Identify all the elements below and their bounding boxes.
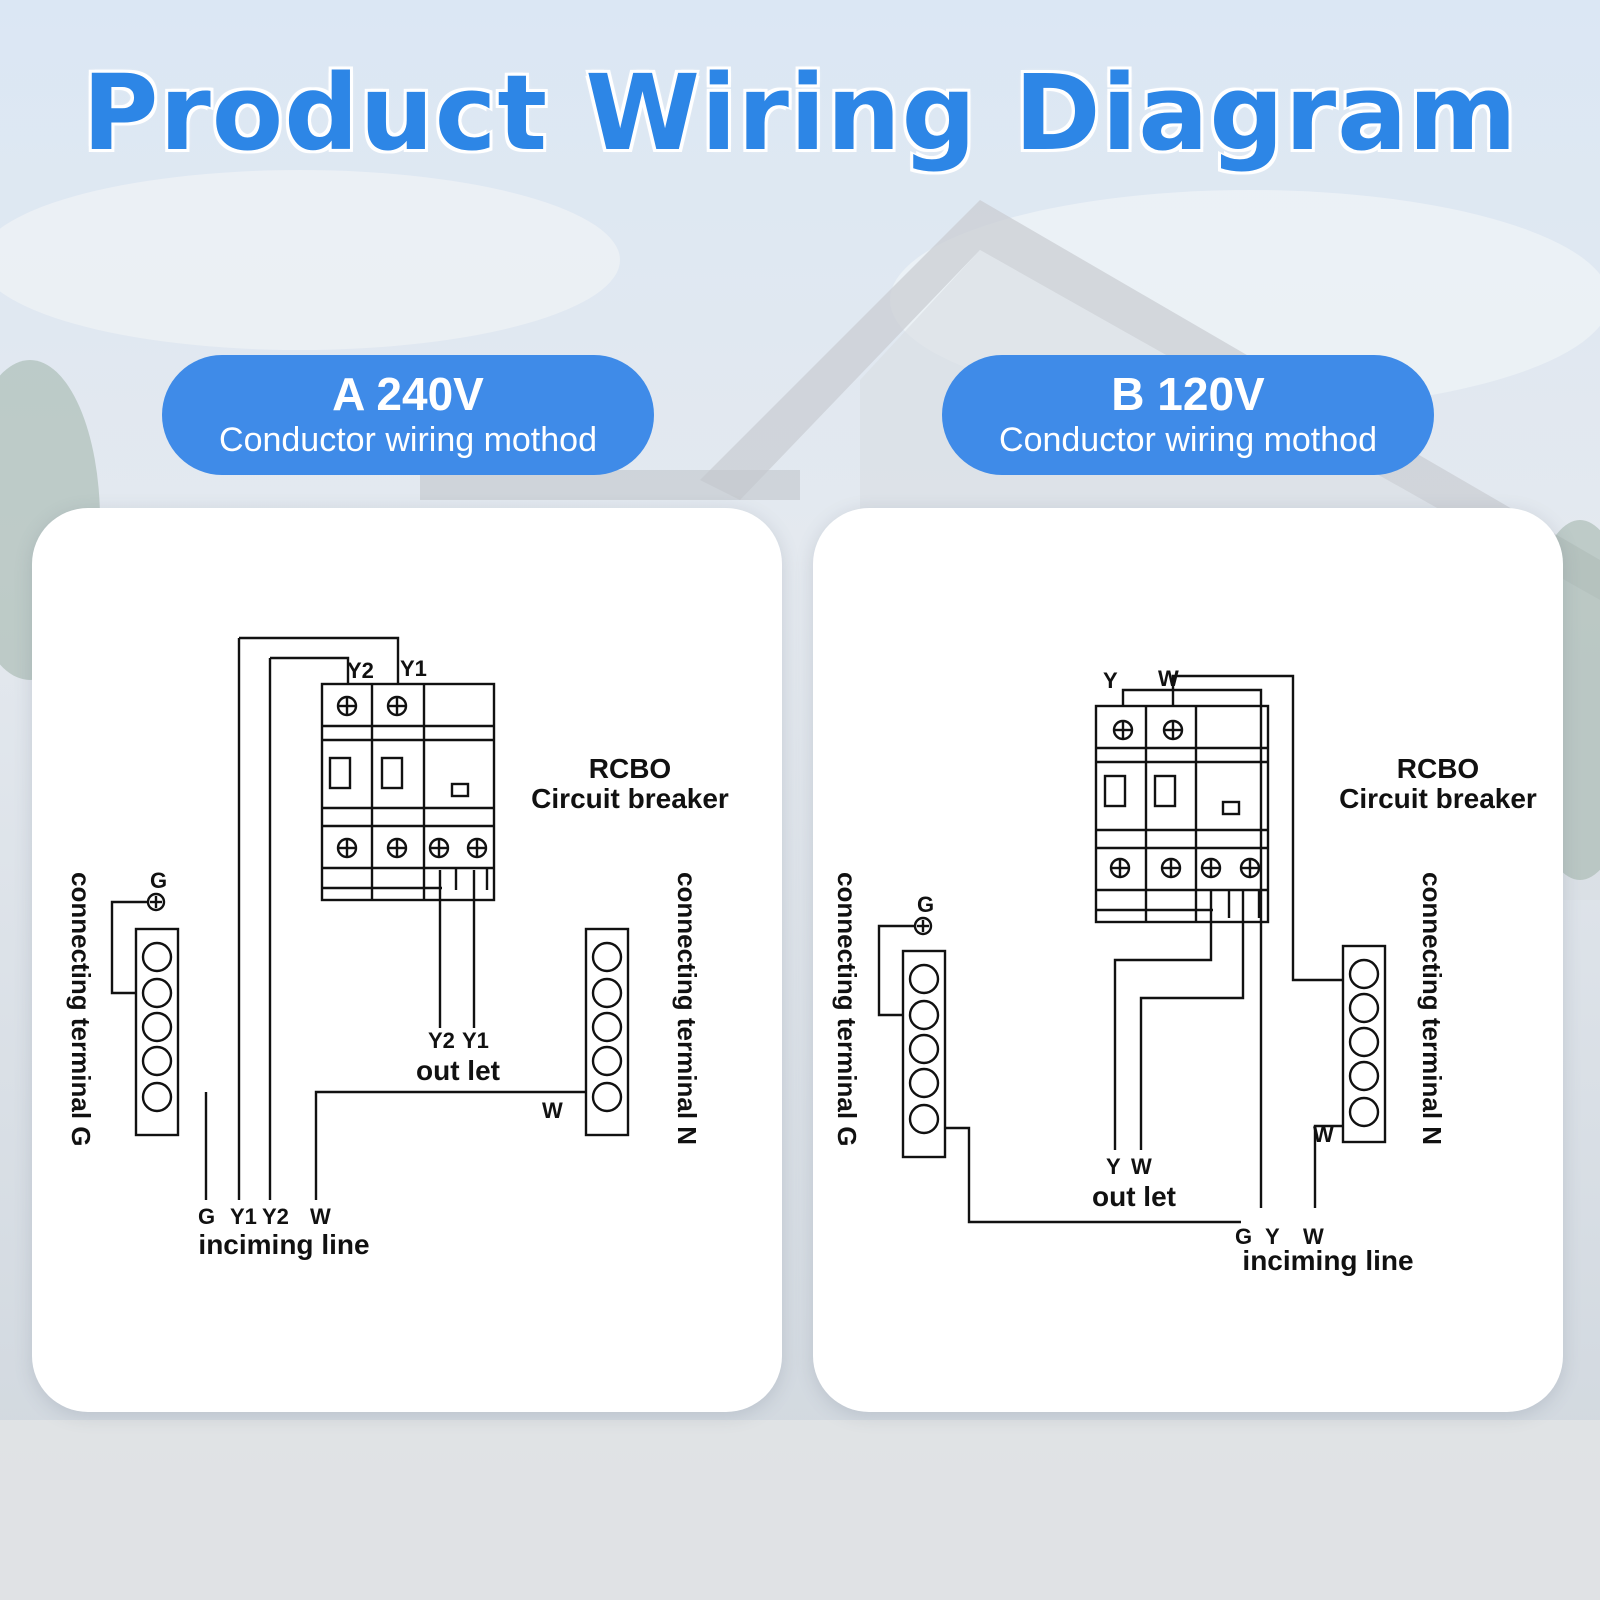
neutral-terminal-block [584,927,630,1137]
outlet-wire-w: W [1131,1154,1152,1179]
incoming-wire-y: Y [1265,1224,1280,1249]
method-a-header: A 240V Conductor wiring mothod [162,355,654,475]
outlet-label: out let [1092,1181,1176,1212]
top-label-y: Y [1103,668,1118,693]
method-a-subtitle: Conductor wiring mothod [219,421,597,459]
ground-terminal-block [877,916,947,1159]
method-b-title: B 120V [1111,368,1265,420]
diagram-panel-120v: Y W RCBO Circuit breaker G W Y W out let… [813,508,1563,1412]
ground-mark: G [150,868,167,893]
ground-terminal-block [110,892,180,1137]
incoming-wire-w: W [310,1204,331,1229]
top-label-w: W [1158,666,1179,691]
method-b-subtitle: Conductor wiring mothod [999,421,1377,459]
rcbo-breaker [1094,704,1270,924]
outlet-label: out let [416,1055,500,1086]
incoming-wire-y2: Y2 [262,1204,289,1229]
circuit-breaker-label: Circuit breaker [1339,783,1537,814]
incoming-wire-y1: Y1 [230,1204,257,1229]
terminal-g-label: connecting terminal G [66,872,96,1147]
top-label-y1: Y1 [400,656,427,681]
incoming-wire-g: G [198,1204,215,1229]
circuit-breaker-label: Circuit breaker [531,783,729,814]
incoming-label: inciming line [198,1229,369,1260]
outlet-wire-y2: Y2 [428,1028,455,1053]
rcbo-label: RCBO [1397,753,1479,784]
incoming-label: inciming line [1242,1245,1413,1276]
page-title: Product Wiring Diagram [82,52,1518,174]
rcbo-label: RCBO [589,753,671,784]
neutral-mark: W [542,1098,563,1123]
neutral-mark: W [1313,1122,1334,1147]
neutral-terminal-block [1341,944,1387,1144]
wiring-diagram-120v: Y W RCBO Circuit breaker G W Y W out let… [832,666,1537,1276]
outlet-wire-y: Y [1106,1154,1121,1179]
ground-mark: G [917,892,934,917]
terminal-g-label: connecting terminal G [832,872,862,1147]
diagram-panel-240v: Y2 Y1 RCBO Circuit breaker G W Y2 Y1 out… [32,508,782,1412]
method-a-title: A 240V [332,368,484,420]
wiring-diagram-240v: Y2 Y1 RCBO Circuit breaker G W Y2 Y1 out… [66,636,729,1260]
incoming-wire-g: G [1235,1224,1252,1249]
method-b-header: B 120V Conductor wiring mothod [942,355,1434,475]
outlet-wire-y1: Y1 [462,1028,489,1053]
rcbo-breaker [320,682,496,902]
terminal-n-label: connecting terminal N [1417,872,1447,1145]
incoming-wire-w: W [1303,1224,1324,1249]
terminal-n-label: connecting terminal N [672,872,702,1145]
top-label-y2: Y2 [347,658,374,683]
